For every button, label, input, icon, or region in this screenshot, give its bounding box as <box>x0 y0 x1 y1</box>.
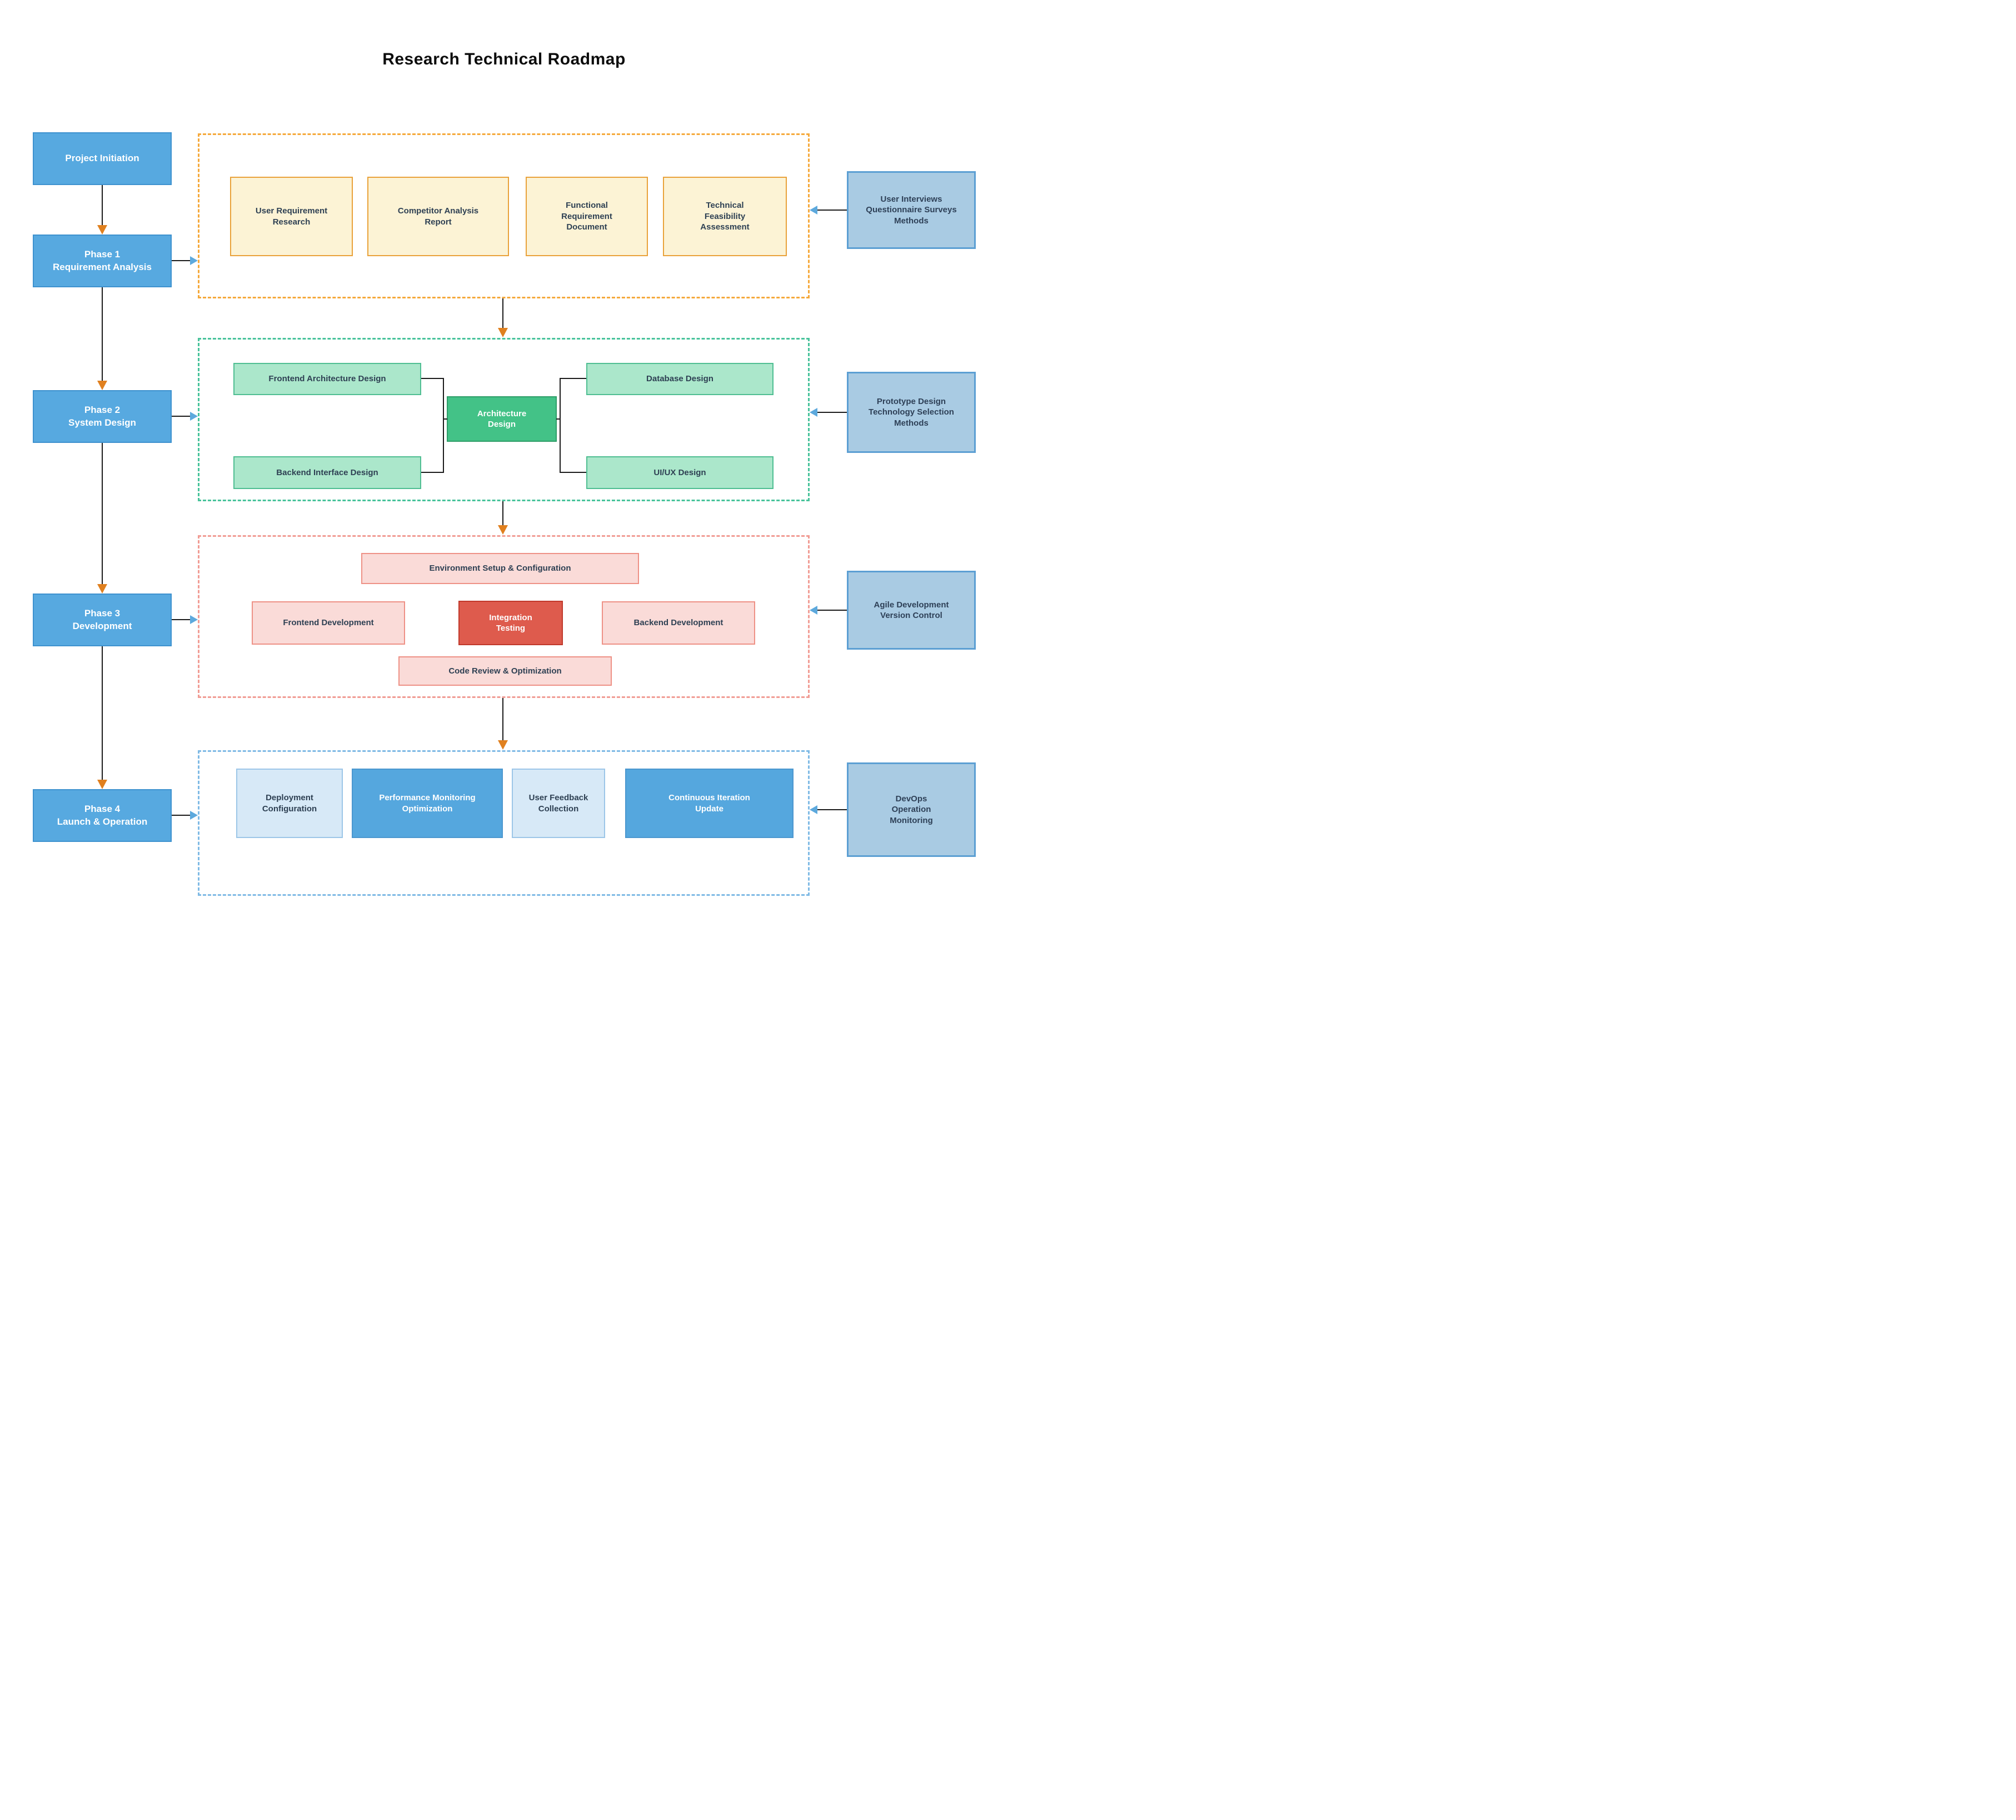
page-title: Research Technical Roadmap <box>382 50 626 68</box>
connector-group2-to-group3-line <box>502 501 503 525</box>
connector-methods1-to-group-line <box>817 210 847 211</box>
connector-phase2-to-group-line <box>172 416 190 417</box>
node-functional-requirement-document: Functional Requirement Document <box>526 177 648 256</box>
arrow-down-orange-icon <box>97 584 107 594</box>
node-user-requirement-research: User Requirement Research <box>230 177 353 256</box>
node-backend-interface-design: Backend Interface Design <box>233 456 421 489</box>
node-architecture-design: Architecture Design <box>447 396 557 442</box>
arrow-down-orange-icon <box>97 225 107 235</box>
connector-junction-to-architecture-left <box>443 418 447 420</box>
node-performance-monitoring-optimization: Performance Monitoring Optimization <box>352 769 503 838</box>
arrow-right-blue-icon <box>190 615 198 624</box>
arrow-right-blue-icon <box>190 256 198 265</box>
connector-phase3-to-phase4-line <box>102 646 103 780</box>
node-phase4-launch-operation: Phase 4 Launch & Operation <box>33 789 172 842</box>
node-methods-agile-development: Agile Development Version Control <box>847 571 976 650</box>
connector-phase2-to-phase3-line <box>102 443 103 584</box>
group-launch-operation <box>198 750 810 896</box>
connector-right-junction <box>560 378 561 473</box>
node-database-design: Database Design <box>586 363 774 395</box>
connector-start-to-phase1-line <box>102 185 103 225</box>
node-integration-testing: Integration Testing <box>458 601 563 645</box>
connector-phase1-to-phase2-line <box>102 287 103 381</box>
arrow-left-blue-icon <box>810 408 817 417</box>
arrow-down-orange-icon <box>97 381 107 390</box>
node-project-initiation: Project Initiation <box>33 132 172 185</box>
group-system-design <box>198 338 810 501</box>
group-development <box>198 535 810 698</box>
connector-phase4-to-group-line <box>172 815 190 816</box>
arrow-down-orange-icon <box>498 328 508 337</box>
arrow-down-orange-icon <box>498 525 508 535</box>
arrow-right-blue-icon <box>190 412 198 421</box>
node-uiux-design: UI/UX Design <box>586 456 774 489</box>
connector-methods3-to-group-line <box>817 610 847 611</box>
node-user-feedback-collection: User Feedback Collection <box>512 769 605 838</box>
node-deployment-configuration: Deployment Configuration <box>236 769 343 838</box>
roadmap-diagram: Research Technical Roadmap Project Initi… <box>0 0 1008 910</box>
connector-group1-to-group2-line <box>502 298 503 328</box>
node-phase2-system-design: Phase 2 System Design <box>33 390 172 443</box>
connector-frontend-to-junction <box>421 378 443 379</box>
group-requirement-analysis <box>198 133 810 298</box>
node-code-review-optimization: Code Review & Optimization <box>398 656 612 686</box>
node-continuous-iteration-update: Continuous Iteration Update <box>625 769 794 838</box>
node-methods-prototype-design: Prototype Design Technology Selection Me… <box>847 372 976 453</box>
connector-junction-to-database <box>560 378 586 379</box>
node-environment-setup-configuration: Environment Setup & Configuration <box>361 553 639 584</box>
node-phase3-development: Phase 3 Development <box>33 594 172 646</box>
arrow-left-blue-icon <box>810 606 817 615</box>
connector-left-junction <box>443 378 444 473</box>
node-technical-feasibility-assessment: Technical Feasibility Assessment <box>663 177 787 256</box>
node-methods-user-interviews: User Interviews Questionnaire Surveys Me… <box>847 171 976 249</box>
arrow-down-orange-icon <box>97 780 107 789</box>
node-methods-devops: DevOps Operation Monitoring <box>847 762 976 857</box>
connector-backend-to-junction <box>421 472 443 473</box>
connector-phase3-to-group-line <box>172 619 190 620</box>
connector-architecture-to-junction-right <box>556 418 561 420</box>
arrow-left-blue-icon <box>810 805 817 814</box>
connector-methods4-to-group-line <box>817 809 847 810</box>
connector-junction-to-uiux <box>560 472 586 473</box>
node-frontend-architecture-design: Frontend Architecture Design <box>233 363 421 395</box>
node-competitor-analysis-report: Competitor Analysis Report <box>367 177 509 256</box>
node-backend-development: Backend Development <box>602 601 755 645</box>
arrow-left-blue-icon <box>810 206 817 215</box>
arrow-right-blue-icon <box>190 811 198 820</box>
node-frontend-development: Frontend Development <box>252 601 405 645</box>
connector-methods2-to-group-line <box>817 412 847 413</box>
arrow-down-orange-icon <box>498 740 508 750</box>
connector-group3-to-group4-line <box>502 698 503 740</box>
node-phase1-requirement-analysis: Phase 1 Requirement Analysis <box>33 235 172 287</box>
connector-phase1-to-group-line <box>172 260 190 261</box>
